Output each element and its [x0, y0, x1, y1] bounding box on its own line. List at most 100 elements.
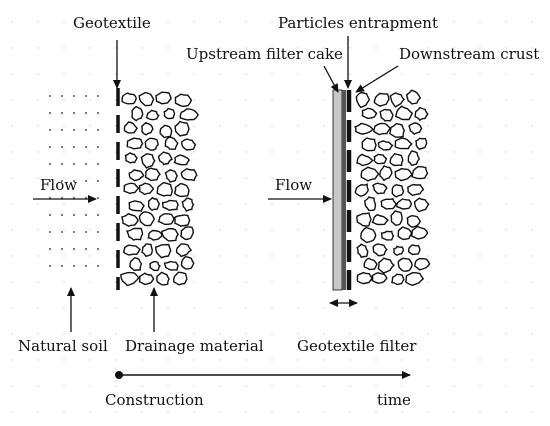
grid-dot	[63, 99, 65, 101]
grid-dot	[193, 359, 195, 361]
grid-dot	[323, 385, 325, 387]
grid-dot	[323, 203, 325, 205]
soil-dot	[61, 265, 63, 267]
pebble	[157, 151, 173, 166]
grid-dot	[11, 229, 13, 231]
soil-dot	[97, 214, 99, 216]
soil-dot	[97, 231, 99, 233]
grid-dot	[323, 307, 325, 309]
grid-dot	[453, 125, 455, 127]
pebble	[372, 122, 392, 136]
pebble	[413, 197, 430, 213]
soil-dot	[49, 231, 51, 233]
grid-dot	[167, 21, 169, 23]
pebble	[364, 196, 377, 212]
grid-dot	[505, 99, 507, 101]
grid-dot	[375, 255, 377, 257]
grid-dot	[141, 359, 143, 361]
grid-dot	[479, 255, 481, 257]
pebble	[390, 273, 405, 286]
grid-dot	[479, 47, 481, 49]
grid-dot	[479, 73, 481, 75]
pebble	[122, 244, 141, 256]
grid-dot	[141, 47, 143, 49]
pebble	[356, 243, 369, 259]
grid-dot	[297, 411, 299, 413]
pebble	[377, 140, 394, 151]
grid-dot	[531, 99, 533, 101]
grid-dot	[167, 151, 169, 153]
grid-dot	[245, 203, 247, 205]
grid-dot	[349, 73, 351, 75]
grid-dot	[37, 281, 39, 283]
grid-dot	[401, 73, 403, 75]
label-construction: Construction	[105, 391, 204, 409]
grid-dot	[219, 73, 221, 75]
grid-dot	[427, 385, 429, 387]
pebble	[144, 167, 161, 182]
grid-dot	[89, 411, 91, 413]
grid-dot	[375, 359, 377, 361]
grid-dot	[141, 151, 143, 153]
grid-dot	[479, 177, 481, 179]
downstream-crust-pointer-arrow	[355, 65, 399, 93]
pebble	[181, 138, 197, 151]
grid-dot	[427, 411, 429, 413]
grid-dot	[219, 151, 221, 153]
grid-dot	[11, 125, 13, 127]
grid-dot	[89, 151, 91, 153]
soil-dot	[85, 163, 87, 165]
grid-dot	[89, 99, 91, 101]
grid-dot	[375, 385, 377, 387]
soil-dot	[49, 248, 51, 250]
label-particles-entrapment: Particles entrapment	[278, 14, 438, 32]
grid-dot	[323, 125, 325, 127]
grid-dot	[37, 411, 39, 413]
grid-dot	[193, 73, 195, 75]
grid-dot	[375, 47, 377, 49]
grid-dot	[141, 255, 143, 257]
grid-dot	[89, 203, 91, 205]
grid-dot	[11, 281, 13, 283]
soil-dot	[85, 180, 87, 182]
pebble	[145, 109, 160, 121]
grid-dot	[271, 99, 273, 101]
grid-dot	[453, 307, 455, 309]
grid-dot	[89, 307, 91, 309]
pebble	[125, 227, 144, 241]
grid-dot	[11, 151, 13, 153]
soil-dot	[61, 129, 63, 131]
grid-dot	[89, 177, 91, 179]
grid-dot	[115, 21, 117, 23]
grid-dot	[297, 229, 299, 231]
grid-dot	[11, 177, 13, 179]
grid-dot	[323, 73, 325, 75]
grid-dot	[479, 411, 481, 413]
grid-dot	[427, 333, 429, 335]
grid-dot	[141, 385, 143, 387]
grid-dot	[193, 21, 195, 23]
pebble	[128, 200, 145, 212]
grid-dot	[11, 203, 13, 205]
grid-dot	[89, 255, 91, 257]
pebble	[131, 105, 144, 122]
pebble	[124, 152, 138, 164]
pebble	[128, 168, 145, 182]
pebble	[144, 137, 159, 151]
pebble	[180, 168, 198, 182]
grid-dot	[349, 333, 351, 335]
grid-dot	[479, 99, 481, 101]
pebble	[141, 243, 153, 257]
pebble	[138, 91, 155, 107]
pebble	[380, 230, 395, 241]
grid-dot	[297, 385, 299, 387]
soil-dot	[49, 214, 51, 216]
grid-dot	[531, 203, 533, 205]
soil-dot	[97, 180, 99, 182]
soil-dot	[85, 214, 87, 216]
soil-dot	[61, 95, 63, 97]
pebble	[180, 256, 195, 270]
grid-dot	[63, 151, 65, 153]
grid-dot	[89, 385, 91, 387]
